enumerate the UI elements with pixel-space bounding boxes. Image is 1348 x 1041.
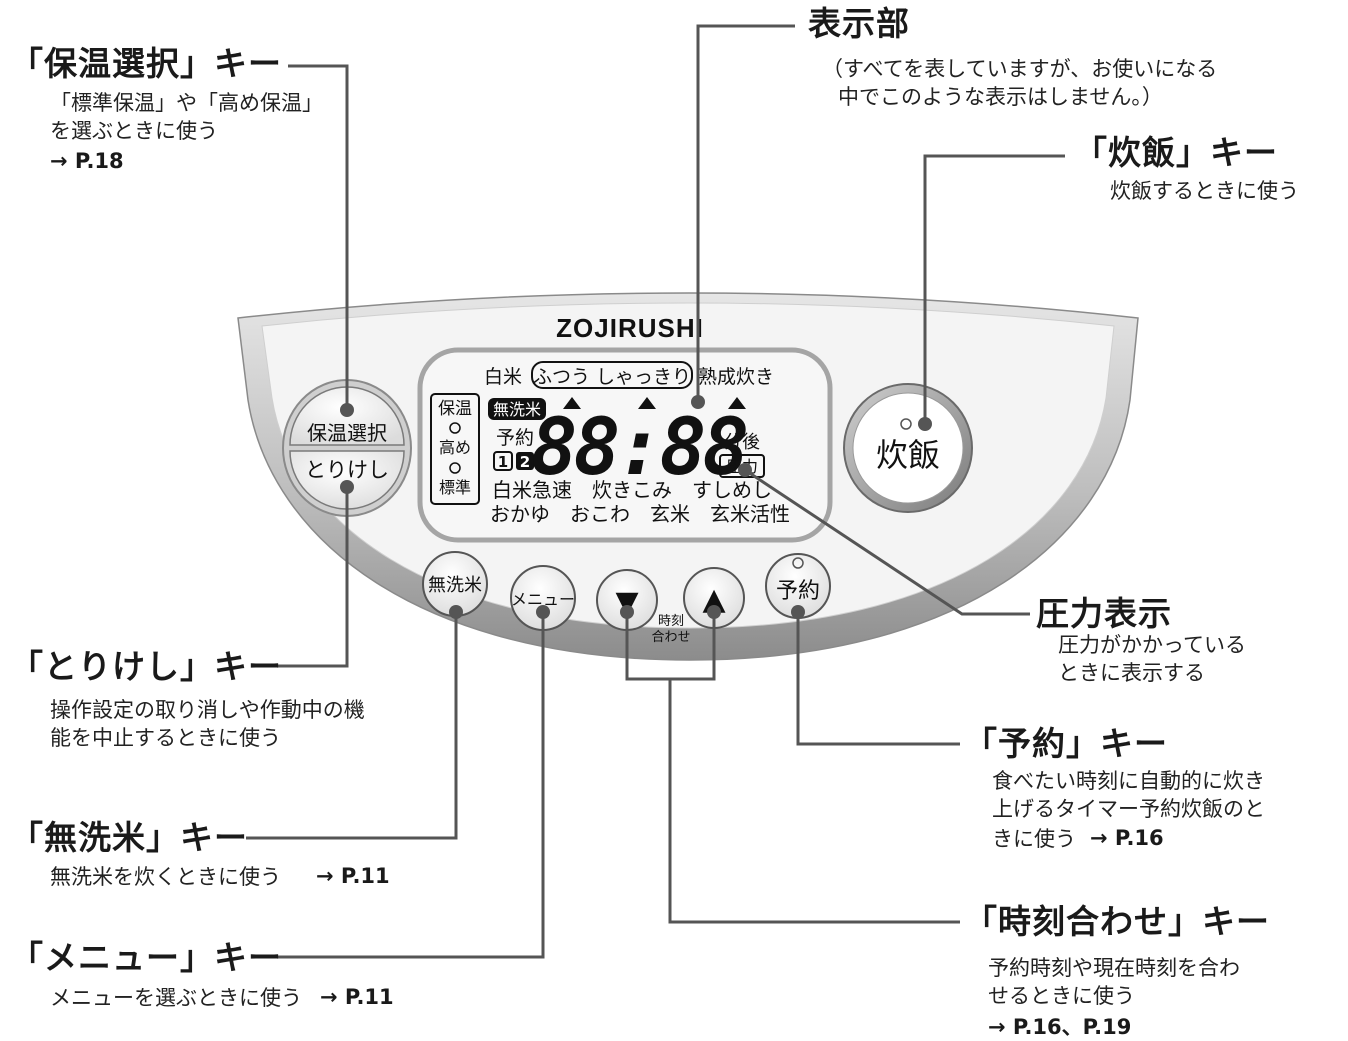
keep-warm-select-title: 「保温選択」キー xyxy=(10,44,282,83)
pressure-desc-1: 圧力がかかっている xyxy=(1058,633,1246,657)
lcd-musenmai-badge-bg xyxy=(488,398,546,420)
lcd-arrow-1 xyxy=(563,397,581,409)
display-desc-2: 中でこのような表示はしません。） xyxy=(838,85,1163,109)
musenmai-button-label: 無洗米 xyxy=(428,575,482,596)
pressure-desc-2: ときに表示する xyxy=(1058,661,1205,685)
leader-display xyxy=(696,24,795,402)
lcd-options-frame xyxy=(531,361,693,389)
keep-warm-cancel-buttons: 保温選択 とりけし xyxy=(282,379,412,517)
brand-logo: ZOJIRUSHI xyxy=(556,313,704,343)
lcd-keep-warm-high: 高め xyxy=(439,438,471,457)
lcd-display: 白米 ふつう しゃっきり 熟成炊き 保温 高め 標準 無洗米 予約 1 2 88… xyxy=(417,347,833,543)
leader-lines xyxy=(246,24,1065,959)
menu-title: 「メニュー」キー xyxy=(10,938,282,977)
musenmai-desc: 無洗米を炊くときに使う xyxy=(50,865,281,889)
timer-button-label: 予約 xyxy=(776,579,820,604)
leader-menu xyxy=(272,612,545,959)
time-set-desc-1: 予約時刻や現在時刻を合わ xyxy=(988,956,1240,980)
lcd-timer-label: 予約 xyxy=(496,427,534,449)
cancel-desc-1: 操作設定の取り消しや作動中の機 xyxy=(50,698,365,722)
cook-desc: 炊飯するときに使う xyxy=(1110,179,1299,203)
lcd-minutes-after: 分後 xyxy=(724,432,760,453)
lcd-arrow-3 xyxy=(728,397,746,409)
lcd-slot-2-box xyxy=(516,452,534,470)
keep-warm-select-desc-2: を選ぶときに使う xyxy=(50,119,218,143)
display-title: 表示部 xyxy=(808,4,910,43)
musenmai-ref: → P.11 xyxy=(316,864,390,888)
time-set-desc-2: せるときに使う xyxy=(988,984,1135,1008)
timer-desc-1: 食べたい時刻に自動的に炊き xyxy=(992,769,1265,793)
lcd-menu-row2: おかゆ おこわ 玄米 玄米活性 xyxy=(490,502,790,526)
keep-warm-select-button[interactable]: 保温選択 xyxy=(289,386,405,446)
leader-timer xyxy=(796,612,960,746)
leader-musenmai xyxy=(246,612,458,840)
cancel-title: 「とりけし」キー xyxy=(10,647,282,686)
pressure-title: 圧力表示 xyxy=(1036,594,1172,633)
time-set-title: 「時刻合わせ」キー xyxy=(964,902,1270,941)
timer-desc-2: 上げるタイマー予約炊飯のと xyxy=(992,797,1265,821)
lcd-keep-warm: 保温 xyxy=(438,399,472,419)
lcd-arrow-2 xyxy=(638,397,656,409)
timer-indicator xyxy=(792,557,804,569)
leader-keep-warm xyxy=(288,64,349,410)
keep-warm-select-desc-1: 「標準保温」や「高め保温」 xyxy=(50,91,323,115)
lcd-jukusei: 熟成炊き xyxy=(698,366,774,388)
keep-warm-select-ref: → P.18 xyxy=(50,149,124,173)
keep-warm-select-label: 保温選択 xyxy=(307,421,387,445)
lcd-hakumai: 白米 xyxy=(484,366,522,388)
display-desc-1: （すべてを表していますが、お使いになる xyxy=(822,57,1218,81)
timer-desc-3: きに使う xyxy=(992,827,1076,851)
leader-cook xyxy=(923,154,1065,424)
lcd-slot-1: 1 xyxy=(498,453,508,471)
lcd-slot-1-box xyxy=(493,451,513,471)
lcd-pressure-box xyxy=(719,454,765,478)
lcd-menu-row1: 白米急速 炊きこみ すしめし xyxy=(492,478,772,502)
timer-button[interactable]: 予約 xyxy=(765,553,831,619)
timer-ref: → P.16 xyxy=(1090,826,1164,850)
timer-title: 「予約」キー xyxy=(964,724,1168,763)
musenmai-title: 「無洗米」キー xyxy=(10,818,248,857)
leader-cancel xyxy=(262,487,349,668)
time-set-label-line2: 合わせ xyxy=(651,630,690,645)
menu-ref: → P.11 xyxy=(320,985,394,1009)
lcd-keep-warm-standard: 標準 xyxy=(439,478,471,497)
cancel-desc-2: 能を中止するときに使う xyxy=(50,726,281,750)
leader-pressure xyxy=(744,468,1030,616)
lcd-standard-dot xyxy=(449,462,461,474)
leader-time-set xyxy=(668,679,960,924)
musenmai-button[interactable]: 無洗米 xyxy=(422,551,488,617)
lcd-options: ふつう しゃっきり xyxy=(533,366,691,388)
lcd-slot-2: 2 xyxy=(520,453,530,471)
time-set-label-line1: 時刻 xyxy=(658,614,684,629)
lcd-musenmai-badge: 無洗米 xyxy=(493,400,541,419)
lcd-keep-warm-frame xyxy=(430,393,480,505)
lcd-frame xyxy=(417,347,833,543)
cook-title: 「炊飯」キー xyxy=(1074,133,1278,172)
leader-dots xyxy=(340,395,932,619)
cook-indicator xyxy=(900,418,912,430)
menu-button-label: メニュー xyxy=(511,590,575,609)
cancel-label: とりけし xyxy=(305,458,389,482)
time-set-ref: → P.16、P.19 xyxy=(988,1015,1132,1039)
lcd-digits: 88:88 xyxy=(531,403,747,493)
lcd-high-dot xyxy=(449,422,461,434)
cook-label: 炊飯 xyxy=(876,436,940,474)
cook-button[interactable]: 炊飯 xyxy=(843,383,973,513)
menu-desc: メニューを選ぶときに使う xyxy=(50,986,302,1010)
cancel-button[interactable]: とりけし xyxy=(289,450,405,510)
cook-button-face xyxy=(852,392,964,504)
